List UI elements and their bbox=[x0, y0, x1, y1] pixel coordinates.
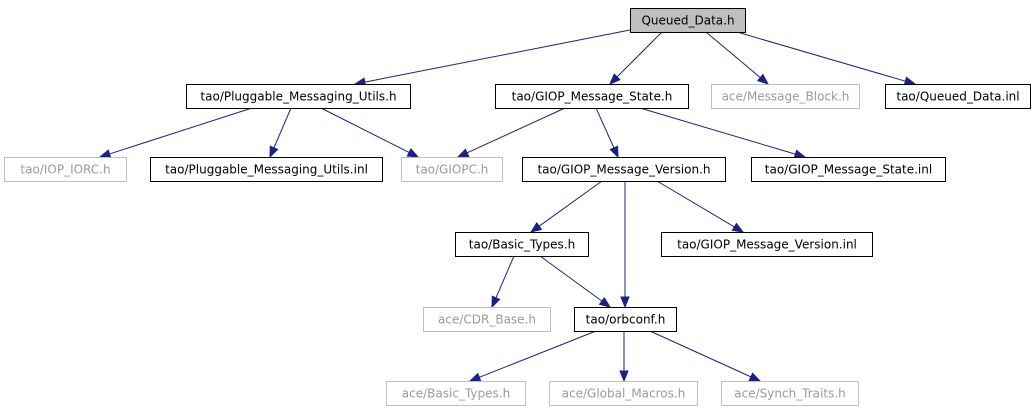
arrowhead-orbconf_h-to-basic_types_h_ace bbox=[468, 372, 482, 382]
node-giop_message_state_inl[interactable]: tao/GIOP_Message_State.inl bbox=[751, 157, 946, 182]
arrowhead-giop_message_state_h-to-giop_message_state_inl bbox=[793, 149, 807, 159]
nodes-layer: Queued_Data.h tao/Pluggable_Messaging_Uti… bbox=[4, 8, 1031, 406]
arrowhead-pluggable_messaging_utils_h-to-iop_iorc_h bbox=[98, 149, 112, 159]
node-global_macros_h: ace/Global_Macros.h bbox=[549, 381, 698, 406]
node-label: tao/Basic_Types.h bbox=[469, 238, 575, 252]
node-label: ace/Message_Block.h bbox=[722, 90, 850, 104]
node-label: tao/GIOPC.h bbox=[416, 163, 489, 177]
edge-giop_message_state_h-to-giop_message_version_h bbox=[595, 107, 615, 149]
node-synch_traits_h: ace/Synch_Traits.h bbox=[721, 381, 859, 406]
node-label: tao/GIOP_Message_Version.inl bbox=[677, 238, 857, 252]
arrowhead-giop_message_state_h-to-giop_message_version_h bbox=[609, 145, 619, 159]
node-label: tao/Pluggable_Messaging_Utils.h bbox=[200, 90, 396, 104]
node-box bbox=[522, 157, 726, 182]
node-box bbox=[549, 381, 698, 406]
node-box bbox=[751, 157, 946, 182]
arrowhead-queued_data_h-to-giop_message_state_h bbox=[609, 73, 621, 85]
node-box bbox=[721, 381, 859, 406]
arrowhead-orbconf_h-to-global_macros_h bbox=[619, 370, 629, 383]
edge-queued_data_h-to-queued_data_inl bbox=[736, 31, 906, 82]
edge-giop_message_state_h-to-giopc_h bbox=[466, 107, 566, 154]
node-label: tao/orbconf.h bbox=[586, 313, 666, 327]
arrowhead-queued_data_h-to-message_block_h bbox=[756, 73, 770, 85]
arrowhead-giop_message_version_h-to-basic_types_h_tao bbox=[529, 222, 543, 233]
node-box bbox=[495, 84, 689, 109]
node-box bbox=[150, 157, 383, 182]
node-pluggable_messaging_utils_h[interactable]: tao/Pluggable_Messaging_Utils.h bbox=[186, 84, 411, 109]
node-label: tao/Pluggable_Messaging_Utils.inl bbox=[165, 163, 368, 177]
node-box bbox=[455, 232, 589, 257]
node-orbconf_h[interactable]: tao/orbconf.h bbox=[574, 307, 677, 332]
node-basic_types_h_tao[interactable]: tao/Basic_Types.h bbox=[455, 232, 589, 257]
edge-pluggable_messaging_utils_h-to-pluggable_messaging_utils_inl bbox=[273, 107, 292, 149]
arrowhead-basic_types_h_tao-to-orbconf_h bbox=[598, 296, 612, 308]
arrowhead-orbconf_h-to-synch_traits_h bbox=[748, 372, 762, 382]
node-box bbox=[401, 157, 503, 182]
node-label: tao/GIOP_Message_Version.h bbox=[537, 163, 710, 177]
node-box bbox=[386, 381, 526, 406]
edge-queued_data_h-to-pluggable_messaging_utils_h bbox=[364, 29, 631, 83]
node-label: ace/Synch_Traits.h bbox=[734, 387, 845, 401]
node-message_block_h: ace/Message_Block.h bbox=[711, 84, 860, 109]
edge-giop_message_version_h-to-giop_message_version_inl bbox=[656, 180, 735, 228]
edge-basic_types_h_tao-to-orbconf_h bbox=[539, 255, 603, 302]
edge-basic_types_h_tao-to-cdr_base_h bbox=[495, 255, 515, 299]
node-box bbox=[661, 232, 873, 257]
node-label: ace/CDR_Base.h bbox=[438, 313, 536, 327]
node-label: ace/Basic_Types.h bbox=[402, 387, 510, 401]
node-giop_message_state_h[interactable]: tao/GIOP_Message_State.h bbox=[495, 84, 689, 109]
node-label: Queued_Data.h bbox=[641, 14, 734, 28]
node-box bbox=[574, 307, 677, 332]
node-queued_data_inl[interactable]: tao/Queued_Data.inl bbox=[885, 84, 1031, 109]
node-queued_data_h[interactable]: Queued_Data.h bbox=[630, 8, 746, 33]
node-giop_message_version_inl[interactable]: tao/GIOP_Message_Version.inl bbox=[661, 232, 873, 257]
node-label: tao/Queued_Data.inl bbox=[896, 90, 1019, 104]
edge-giop_message_version_h-to-basic_types_h_tao bbox=[538, 180, 603, 227]
node-label: ace/Global_Macros.h bbox=[562, 387, 686, 401]
edge-queued_data_h-to-giop_message_state_h bbox=[616, 31, 663, 78]
node-basic_types_h_ace: ace/Basic_Types.h bbox=[386, 381, 526, 406]
node-giopc_h: tao/GIOPC.h bbox=[401, 157, 503, 182]
edge-queued_data_h-to-message_block_h bbox=[705, 31, 761, 78]
node-pluggable_messaging_utils_inl[interactable]: tao/Pluggable_Messaging_Utils.inl bbox=[150, 157, 383, 182]
node-label: tao/GIOP_Message_State.inl bbox=[765, 163, 932, 177]
node-label: tao/GIOP_Message_State.h bbox=[512, 90, 673, 104]
arrowhead-giop_message_version_h-to-giop_message_version_inl bbox=[731, 222, 745, 233]
node-cdr_base_h: ace/CDR_Base.h bbox=[423, 307, 551, 332]
edge-orbconf_h-to-basic_types_h_ace bbox=[479, 330, 597, 378]
node-iop_iorc_h: tao/IOP_IORC.h bbox=[4, 157, 127, 182]
node-box bbox=[885, 84, 1031, 109]
edge-giop_message_state_h-to-giop_message_state_inl bbox=[639, 107, 796, 155]
node-box bbox=[630, 8, 746, 33]
arrowhead-giop_message_state_h-to-giopc_h bbox=[456, 148, 470, 158]
edge-orbconf_h-to-synch_traits_h bbox=[649, 330, 752, 378]
arrowhead-basic_types_h_tao-to-cdr_base_h bbox=[491, 295, 501, 309]
node-box bbox=[4, 157, 127, 182]
edge-pluggable_messaging_utils_h-to-giopc_h bbox=[320, 107, 410, 153]
node-box bbox=[186, 84, 411, 109]
arrowhead-giop_message_version_h-to-orbconf_h bbox=[620, 296, 630, 309]
arrowhead-pluggable_messaging_utils_h-to-pluggable_messaging_utils_inl bbox=[269, 145, 279, 159]
node-box bbox=[423, 307, 551, 332]
edge-pluggable_messaging_utils_h-to-iop_iorc_h bbox=[109, 107, 253, 155]
arrowhead-pluggable_messaging_utils_h-to-giopc_h bbox=[406, 148, 420, 158]
node-box bbox=[711, 84, 860, 109]
node-label: tao/IOP_IORC.h bbox=[20, 163, 110, 177]
arrowhead-queued_data_h-to-queued_data_inl bbox=[903, 76, 917, 86]
node-giop_message_version_h[interactable]: tao/GIOP_Message_Version.h bbox=[522, 157, 726, 182]
